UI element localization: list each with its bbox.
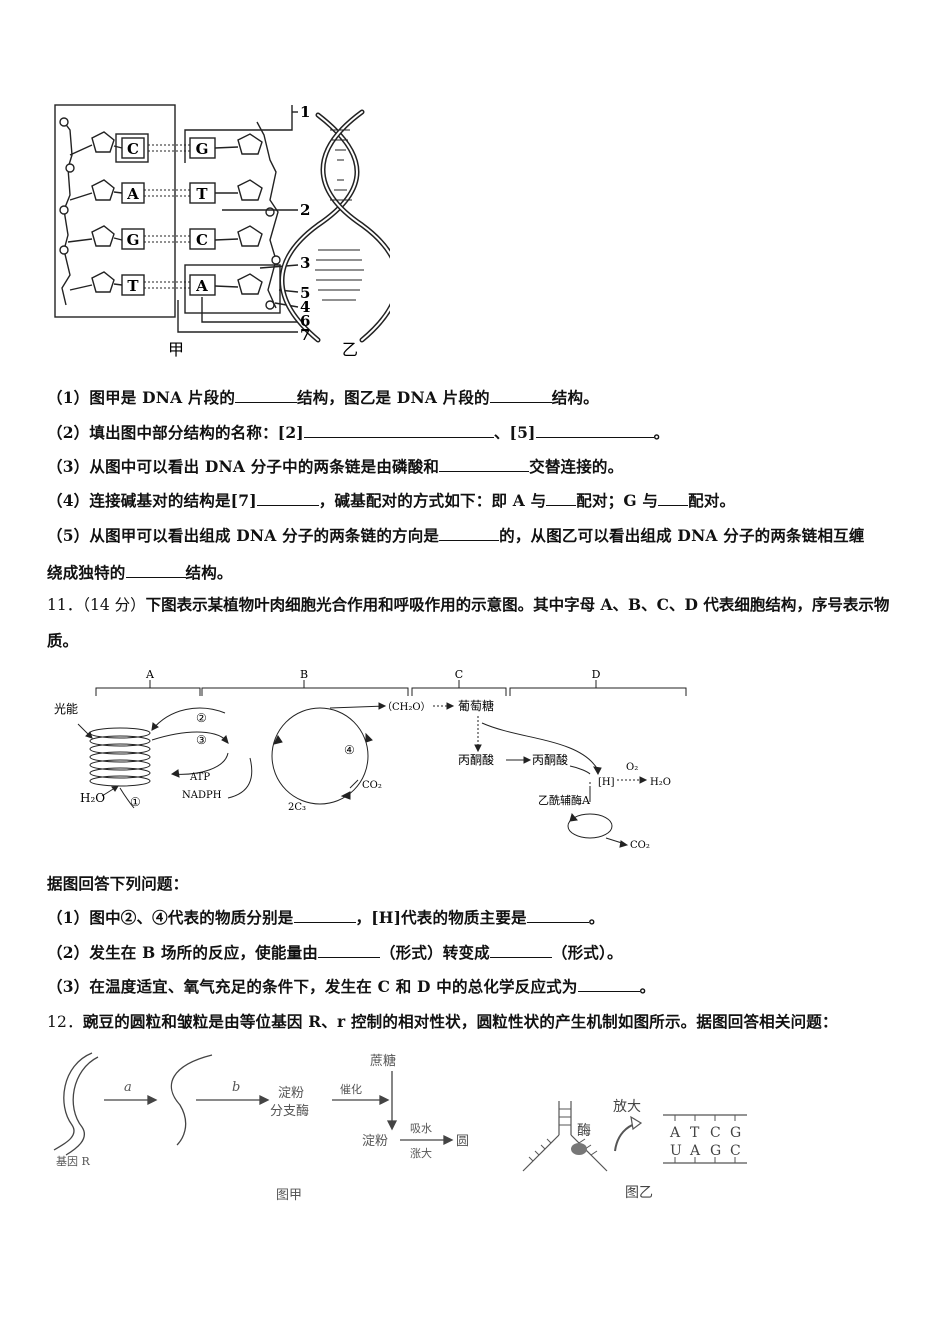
q11-part3: （3）在温度适宜、氧气充足的条件下，发生在 C 和 D 中的总化学反应式为。 (47, 977, 656, 996)
sucrose-label: 蔗糖 (370, 1053, 396, 1069)
absorb-label: 吸水 (410, 1122, 432, 1135)
base-top-1: A (669, 1125, 681, 1141)
base-left-1: C (127, 140, 139, 158)
base-right-3: C (196, 231, 208, 249)
blank[interactable] (256, 491, 319, 506)
label-2: 2 (300, 201, 310, 219)
dna-structure-figure: C A G T G T C A 1 2 3 5 4 6 7 甲 乙 (54, 103, 390, 359)
enzyme-yi-label: 酶 (577, 1123, 591, 1139)
base-right-2: T (196, 185, 208, 203)
atp-label: ATP (189, 772, 210, 783)
blank[interactable] (293, 908, 356, 923)
q10-part4: （4）连接碱基对的结构是[7]，碱基配对的方式如下：即 A 与配对；G 与配对。 (47, 491, 736, 510)
base-right-1: G (196, 140, 209, 158)
base-bottom-2: A (689, 1143, 701, 1159)
q12-stem: 12．豌豆的圆粒和皱粒是由等位基因 R、r 控制的相对性状，圆粒性状的产生机制如… (47, 1012, 838, 1031)
h-label: [H] (598, 777, 615, 788)
co2-out-label: CO₂ (630, 840, 650, 851)
section-d: D (592, 668, 601, 681)
blank[interactable] (125, 563, 186, 578)
enzyme-label-1: 淀粉 (278, 1086, 304, 1101)
blank[interactable] (439, 526, 500, 541)
caption-jia: 图甲 (276, 1188, 302, 1203)
label-a: a (124, 1080, 132, 1095)
c3-label: 2C₃ (288, 802, 306, 813)
h2o-out-label: H₂O (650, 777, 671, 788)
pyruvate-2-label: 丙酮酸 (532, 752, 568, 767)
acetyl-label: 乙酰辅酶A (538, 793, 591, 807)
blank[interactable] (535, 423, 654, 438)
q10-part5-line2: 绕成独特的结构。 (47, 563, 233, 582)
blank[interactable] (526, 908, 589, 923)
label-4: 4 (300, 298, 310, 316)
q10-part1: （1）图甲是 DNA 片段的结构，图乙是 DNA 片段的结构。 (47, 388, 599, 407)
q11-intro: 据图回答下列问题： (47, 874, 189, 893)
section-b: B (300, 668, 308, 681)
label-6: 6 (300, 312, 310, 330)
pyruvate-1-label: 丙酮酸 (458, 752, 494, 767)
base-right-4: A (195, 277, 208, 295)
q10-part5-line1: （5）从图甲可以看出组成 DNA 分子的两条链的方向是的，从图乙可以看出组成 D… (47, 526, 865, 545)
q11-stem: 11．（14 分）下图表示某植物叶肉细胞光合作用和呼吸作用的示意图。其中字母 A… (47, 595, 890, 650)
light-label: 光能 (54, 702, 78, 716)
base-top-4: G (730, 1125, 741, 1141)
circle-2: ② (196, 711, 207, 725)
caption-yi: 图乙 (625, 1185, 653, 1201)
circle-3: ③ (196, 733, 207, 747)
label-jia: 甲 (168, 340, 184, 359)
q11-part1: （1）图中②、④代表的物质分别是，[H]代表的物质主要是。 (47, 908, 605, 927)
label-b: b (232, 1080, 240, 1095)
blank[interactable] (489, 388, 552, 403)
section-a: A (145, 668, 155, 681)
nadph-label: NADPH (182, 790, 222, 801)
figure-yi-transcription: 酶 放大 A T C G U A G C 图乙 (522, 1099, 747, 1201)
label-5: 5 (300, 284, 310, 302)
blank[interactable] (577, 977, 640, 992)
enzyme-label-2: 分支酶 (270, 1103, 309, 1119)
blank[interactable] (235, 388, 298, 403)
glucose-label: 葡萄糖 (458, 698, 494, 713)
blank[interactable] (546, 491, 577, 506)
q10-part2: （2）填出图中部分结构的名称：[2]、[5]。 (47, 423, 670, 442)
label-1: 1 (300, 103, 310, 121)
co2-in-label: CO₂ (362, 780, 382, 791)
circle-1: ① (130, 795, 141, 809)
base-bottom-4: C (730, 1143, 741, 1159)
base-bottom-3: G (710, 1143, 721, 1159)
base-left-3: G (127, 231, 140, 249)
q10-part3: （3）从图中可以看出 DNA 分子中的两条链是由磷酸和交替连接的。 (47, 457, 624, 476)
blank[interactable] (303, 423, 494, 438)
enlarge-label: 放大 (613, 1099, 641, 1115)
o2-label: O₂ (626, 762, 638, 773)
blank[interactable] (658, 491, 689, 506)
round-label: 圆 (456, 1134, 469, 1149)
label-7: 7 (300, 326, 310, 344)
circle-4: ④ (344, 743, 355, 757)
blank[interactable] (489, 943, 552, 958)
base-bottom-1: U (670, 1143, 682, 1159)
base-left-2: A (126, 185, 139, 203)
figure-jia-gene-mechanism: a b 基因 R 淀粉 分支酶 催化 蔗糖 淀粉 吸水 涨大 圆 图甲 (53, 1052, 469, 1203)
base-top-2: T (690, 1125, 700, 1141)
q11-part2: （2）发生在 B 场所的反应，使能量由（形式）转变成（形式）。 (47, 943, 623, 962)
photosynthesis-respiration-figure: A B C D 光能 H₂O ① ② ③ ④ ATP NADPH CO₂ 2C₃… (54, 668, 687, 851)
starch-label: 淀粉 (362, 1134, 388, 1149)
swell-label: 涨大 (410, 1146, 432, 1160)
base-left-4: T (127, 277, 139, 295)
base-top-3: C (710, 1125, 721, 1141)
water-label: H₂O (80, 791, 105, 805)
label-3: 3 (300, 254, 310, 272)
ch2o-label: （CH₂O） (382, 701, 431, 713)
label-yi: 乙 (342, 340, 358, 359)
blank[interactable] (439, 457, 530, 472)
blank[interactable] (317, 943, 380, 958)
section-c: C (455, 668, 463, 681)
gene-r-label: 基因 R (56, 1155, 90, 1168)
catalyze-label: 催化 (340, 1082, 362, 1096)
